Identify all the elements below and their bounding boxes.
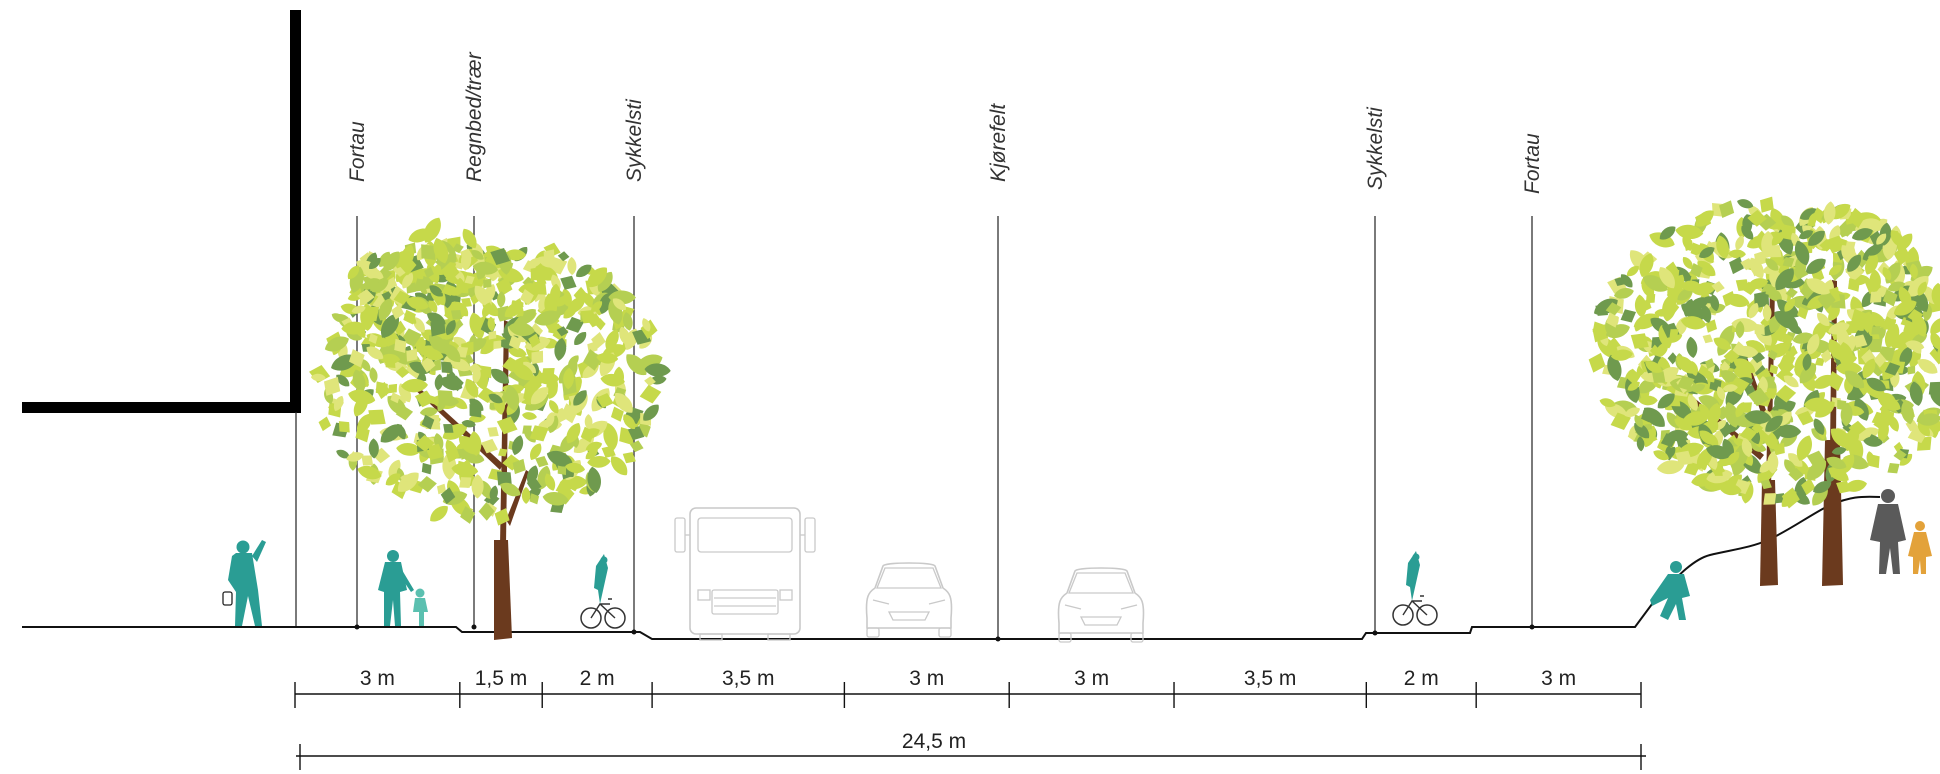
car-icon xyxy=(1057,567,1145,643)
car-icon xyxy=(865,562,953,638)
leaf xyxy=(521,411,538,421)
leaf xyxy=(426,501,452,526)
zone-labels: Fortau Regnbed/trær Sykkelsti Kjørefelt … xyxy=(346,51,1544,194)
leaf xyxy=(1733,234,1747,252)
leaf xyxy=(521,486,531,504)
zone-label-fortau-right: Fortau xyxy=(1521,133,1544,194)
segment-width-label: 2 m xyxy=(1404,667,1439,690)
segment-width-label: 3 m xyxy=(1541,667,1576,690)
leaf xyxy=(1685,336,1699,359)
zone-label-regnbed: Regnbed/trær xyxy=(463,51,486,182)
leaf xyxy=(567,256,577,276)
leaf xyxy=(637,382,664,406)
pedestrian-icon xyxy=(1650,561,1690,620)
zone-label-kjorefelt: Kjørefelt xyxy=(987,103,1010,182)
pedestrian-icon xyxy=(222,540,266,626)
zone-label-sykkelsti-right: Sykkelsti xyxy=(1364,106,1387,190)
segment-width-label: 3 m xyxy=(1074,667,1109,690)
cyclist-icon xyxy=(580,553,626,629)
tree-icon xyxy=(307,214,672,640)
total-dimension: 24,5 m xyxy=(296,730,1646,770)
segment-width-label: 3,5 m xyxy=(1244,667,1297,690)
segment-width-label: 3 m xyxy=(360,667,395,690)
segment-width-label: 1,5 m xyxy=(475,667,528,690)
pedestrian-icon xyxy=(1870,489,1932,574)
leaf xyxy=(316,414,334,433)
leaf xyxy=(571,329,590,348)
leaf xyxy=(1700,331,1716,347)
zone-label-fortau-left: Fortau xyxy=(346,121,369,182)
pedestrian-icon xyxy=(378,550,428,626)
segment-width-label: 3,5 m xyxy=(722,667,775,690)
leaf xyxy=(433,373,445,391)
truck-icon xyxy=(674,507,816,641)
total-width-label: 24,5 m xyxy=(902,730,966,753)
cyclist-icon xyxy=(1392,550,1438,626)
tree-icon xyxy=(1584,192,1940,586)
building-icon xyxy=(22,10,301,627)
dimension-bar: 3 m 1,5 m 2 m 3,5 m 3 m 3 m 3,5 m 2 m 3 m xyxy=(294,667,1642,708)
zone-label-sykkelsti-left: Sykkelsti xyxy=(623,98,646,182)
segment-width-label: 3 m xyxy=(909,667,944,690)
segment-width-label: 2 m xyxy=(580,667,615,690)
